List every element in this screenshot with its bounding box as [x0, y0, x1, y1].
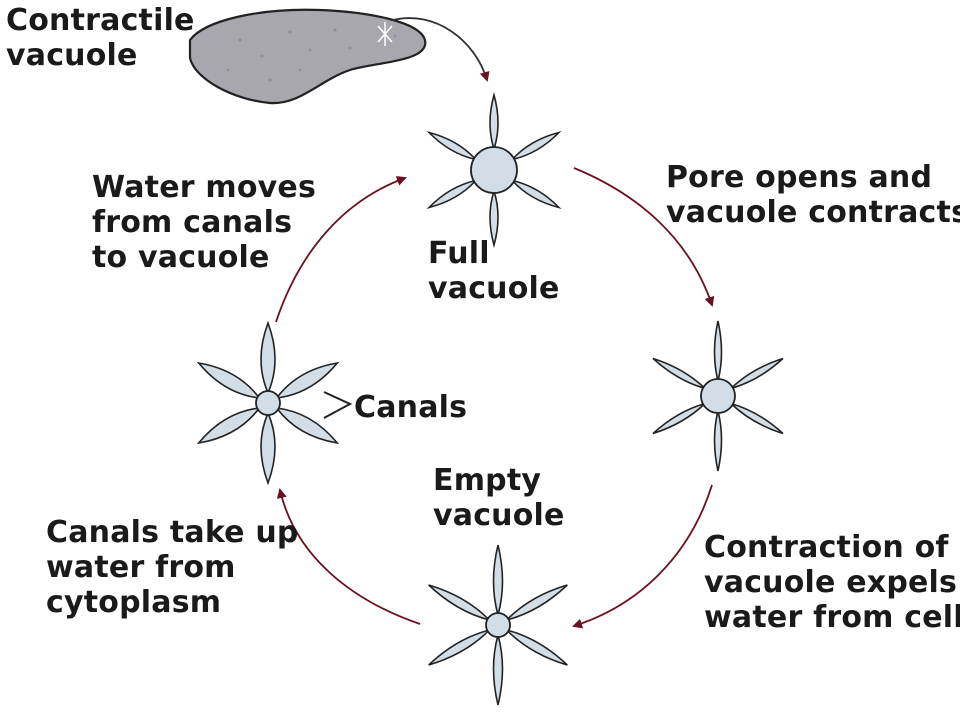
- canal-6: [652, 357, 706, 390]
- canal-3: [730, 402, 784, 435]
- label-canals: Canals: [354, 390, 468, 425]
- contracting-vacuole-icon: [652, 320, 784, 472]
- vacuole-center: [255, 390, 281, 416]
- vacuole-center: [485, 612, 511, 638]
- canal-5: [426, 179, 479, 209]
- canal-1: [492, 544, 504, 619]
- empty-vacuole-icon: [428, 544, 568, 706]
- cycle-arrow-top-left: [275, 176, 407, 323]
- label-empty-vacuole: Empty vacuole: [433, 463, 565, 533]
- canal-1: [260, 320, 276, 396]
- canal-2: [504, 584, 568, 622]
- canal-3: [504, 628, 568, 666]
- canal-2: [730, 357, 784, 390]
- paramecium-cell: [188, 8, 427, 105]
- canal-5: [428, 628, 492, 666]
- canal-3: [274, 406, 340, 445]
- canal-4: [260, 410, 276, 486]
- full-vacuole-icon: [426, 92, 562, 248]
- canal-4: [713, 410, 723, 472]
- pointer-arrow: [392, 17, 490, 82]
- canal-2: [509, 131, 562, 161]
- canal-5: [652, 402, 706, 435]
- canal-2: [274, 361, 340, 400]
- canal-1: [713, 320, 723, 382]
- label-contractile-vacuole: Contractile vacuole: [6, 3, 195, 73]
- cycle-arrow-top-right: [573, 167, 715, 307]
- label-canals-take-up: Canals take up water from cytoplasm: [46, 515, 299, 620]
- filling-vacuole-icon: [196, 320, 340, 486]
- canal-6: [426, 131, 479, 161]
- label-contraction: Contraction of vacuole expels water from…: [704, 530, 960, 635]
- cycle-arrow-bottom-left: [276, 488, 421, 625]
- cell-vacuole-icon: [377, 22, 393, 46]
- canal-5: [196, 406, 262, 445]
- cycle-arrow-bottom-right: [572, 484, 713, 629]
- label-full-vacuole: Full vacuole: [428, 236, 560, 306]
- label-pore-opens: Pore opens and vacuole contracts: [666, 160, 960, 230]
- canal-6: [428, 584, 492, 622]
- vacuole-center: [700, 378, 736, 414]
- label-water-moves: Water moves from canals to vacuole: [92, 170, 317, 275]
- canal-3: [509, 179, 562, 209]
- canal-4: [492, 631, 504, 706]
- canal-4: [489, 188, 499, 248]
- canals-bracket: [323, 391, 353, 419]
- canal-6: [196, 361, 262, 400]
- canal-1: [489, 92, 499, 152]
- vacuole-center: [470, 146, 518, 194]
